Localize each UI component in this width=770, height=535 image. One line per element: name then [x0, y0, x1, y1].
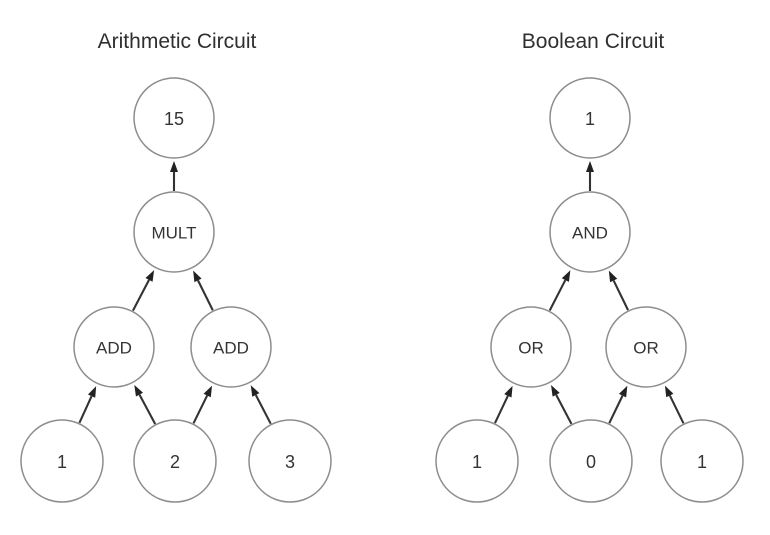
node-b-in-3[interactable]: 1 [660, 419, 744, 503]
node-circle [435, 419, 519, 503]
node-label: 1 [57, 452, 67, 472]
node-label: MULT [151, 224, 196, 243]
node-b-or-r[interactable]: OR [605, 306, 687, 388]
arrow-head-icon [551, 385, 560, 397]
node-label: OR [518, 339, 544, 358]
edge-b-in-2-to-b-or-l [551, 385, 573, 425]
edge-b-or-r-to-b-and [608, 270, 629, 311]
node-circle [549, 419, 633, 503]
node-label: 1 [697, 452, 707, 472]
node-circle [248, 419, 332, 503]
node-a-add-r[interactable]: ADD [190, 306, 272, 388]
node-label: AND [572, 224, 608, 243]
edge-b-or-l-to-b-and [548, 270, 571, 311]
node-label: 2 [170, 452, 180, 472]
node-circle [73, 306, 155, 388]
edge-layer-boolean [494, 161, 685, 425]
arrow-head-icon [504, 385, 513, 398]
arrow-head-icon [134, 384, 143, 397]
node-a-mult[interactable]: MULT [133, 191, 215, 273]
node-circle [133, 77, 215, 159]
arrow-head-icon [170, 161, 178, 172]
node-a-in-3[interactable]: 3 [248, 419, 332, 503]
node-b-in-2[interactable]: 0 [549, 419, 633, 503]
node-b-in-1[interactable]: 1 [435, 419, 519, 503]
arrow-head-icon [561, 270, 571, 282]
arrow-head-icon [664, 385, 674, 398]
node-circle [133, 191, 215, 273]
edge-b-in-1-to-b-or-l [494, 385, 513, 424]
edge-a-add-l-to-a-mult [132, 270, 155, 312]
node-label: 3 [285, 452, 295, 472]
node-b-and[interactable]: AND [549, 191, 631, 273]
node-b-or-l[interactable]: OR [490, 306, 572, 388]
edge-a-in-1-to-a-add-l [78, 386, 97, 424]
node-circle [190, 306, 272, 388]
node-circle [549, 77, 631, 159]
node-a-out[interactable]: 15 [133, 77, 215, 159]
arrow-head-icon [586, 161, 594, 172]
edge-a-add-r-to-a-mult [193, 270, 214, 311]
node-circle [605, 306, 687, 388]
node-a-add-l[interactable]: ADD [73, 306, 155, 388]
node-a-in-2[interactable]: 2 [133, 419, 217, 503]
node-label: OR [633, 339, 659, 358]
node-circle [133, 419, 217, 503]
panel-title-arithmetic: Arithmetic Circuit [98, 30, 257, 53]
arrow-head-icon [145, 270, 155, 282]
panel-title-boolean: Boolean Circuit [522, 30, 665, 53]
node-circle [490, 306, 572, 388]
edge-b-in-3-to-b-or-r [664, 385, 685, 424]
node-label: ADD [213, 339, 249, 358]
node-label: 1 [472, 452, 482, 472]
node-label: 0 [586, 452, 596, 472]
edge-a-in-2-to-a-add-r [192, 385, 213, 424]
edge-a-in-3-to-a-add-r [250, 385, 272, 425]
node-circle [549, 191, 631, 273]
arrow-head-icon [250, 385, 260, 397]
node-b-out[interactable]: 1 [549, 77, 631, 159]
node-circle [660, 419, 744, 503]
arrow-head-icon [203, 385, 213, 398]
arrow-head-icon [618, 385, 628, 398]
node-label: 15 [164, 109, 184, 129]
arrow-head-icon [87, 386, 97, 398]
node-label: 1 [585, 109, 595, 129]
node-label: ADD [96, 339, 132, 358]
edge-a-in-2-to-a-add-l [134, 384, 157, 425]
edge-b-in-2-to-b-or-r [608, 385, 628, 424]
arrow-head-icon [193, 270, 202, 283]
edge-a-mult-to-a-out [170, 161, 178, 191]
arrow-head-icon [608, 270, 618, 283]
edge-b-and-to-b-out [586, 161, 594, 191]
node-circle [20, 419, 104, 503]
edge-layer-arithmetic [78, 161, 272, 425]
node-a-in-1[interactable]: 1 [20, 419, 104, 503]
